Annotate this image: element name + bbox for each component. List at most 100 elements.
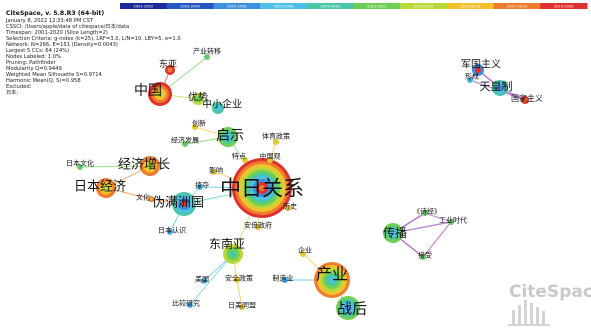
info-line: Timespan: 2001-2020 (Slice Length=2) — [5, 30, 108, 36]
network-node[interactable]: 战后 — [336, 296, 367, 320]
network-node[interactable]: 经济发展 — [171, 135, 199, 147]
node-ring — [102, 184, 110, 192]
network-node[interactable]: 伪满洲国 — [152, 192, 204, 216]
network-node[interactable]: 日本认识 — [158, 225, 186, 235]
node-label: 日本文化 — [66, 158, 94, 167]
info-line: CSSCI: /Users/apple/data of citespace/日本… — [6, 22, 129, 30]
node-label: 中国 — [134, 83, 162, 99]
node-label: 产业 — [316, 265, 348, 284]
node-ring — [468, 78, 472, 82]
network-node[interactable]: 比较研究 — [172, 298, 200, 308]
timeline-band — [493, 3, 541, 9]
node-ring — [240, 305, 244, 309]
timeline-band — [213, 3, 261, 9]
network-node[interactable]: 中国 — [134, 82, 172, 106]
info-line: 日本; — [6, 88, 18, 96]
network-node[interactable]: 安倍政府 — [244, 220, 272, 230]
node-ring — [149, 197, 153, 201]
network-node[interactable]: 文化 — [136, 192, 154, 202]
node-ring — [345, 305, 351, 311]
network-node[interactable]: 天皇制 — [480, 79, 513, 96]
network-node[interactable]: 中国观 — [260, 151, 281, 163]
node-ring — [215, 105, 221, 111]
node-ring — [183, 142, 187, 146]
node-label: 东亚 — [159, 58, 177, 70]
node-ring — [224, 133, 232, 141]
network-node[interactable]: 接受 — [418, 250, 432, 260]
node-label: 中小企业 — [202, 98, 242, 111]
timeline-band-label: 2007-2008 — [274, 5, 294, 9]
node-ring — [523, 98, 527, 102]
info-line: Excluded: — [6, 84, 32, 90]
node-ring — [78, 165, 82, 169]
node-ring — [256, 225, 260, 229]
network-node[interactable]: 特点 — [232, 151, 248, 163]
network-node[interactable]: 经济增长 — [118, 156, 170, 176]
node-ring — [193, 125, 197, 129]
node-ring — [181, 201, 187, 207]
network-node[interactable]: 形成 — [465, 71, 479, 83]
node-label: 经济增长 — [118, 158, 170, 173]
network-node[interactable]: 掠夺 — [195, 180, 209, 190]
network-node[interactable]: 历史 — [283, 201, 297, 211]
timeline-band — [260, 3, 308, 9]
node-label: 安倍政府 — [244, 220, 272, 229]
node-label: 日美同盟 — [228, 300, 256, 309]
network-node[interactable]: 日美同盟 — [228, 300, 256, 310]
network-node[interactable]: 国家主义 — [511, 93, 543, 104]
info-title: CiteSpace, v. 5.8.R3 (64-bit) — [6, 10, 104, 17]
network-node[interactable]: 军国主义 — [461, 59, 501, 77]
timeline-band-label: 2017-2018 — [507, 5, 527, 9]
node-label: 创新 — [192, 118, 206, 127]
info-line: Nodes Labeled: 1.0% — [6, 54, 61, 60]
info-line: January 8, 2022 12:33:48 PM CST — [5, 18, 94, 24]
network-node[interactable]: 安全政策 — [225, 273, 253, 283]
node-ring — [475, 67, 481, 73]
network-node[interactable]: 《诗经》 — [413, 206, 441, 216]
network-node[interactable]: 美国 — [195, 274, 209, 284]
network-node[interactable]: 日本经济 — [74, 178, 126, 198]
network-node[interactable]: 中小企业 — [202, 98, 242, 115]
node-label: 优势 — [188, 91, 208, 104]
node-ring — [168, 230, 172, 234]
timeline-band-label: 2013-2014 — [414, 5, 434, 9]
network-node[interactable]: 制造业 — [273, 273, 294, 283]
network-node[interactable]: 企业 — [298, 245, 312, 257]
node-ring — [283, 278, 287, 282]
network-node[interactable]: 东南亚 — [209, 236, 245, 264]
timeline-band — [166, 3, 214, 9]
node-ring — [301, 252, 305, 256]
network-node[interactable]: 优势 — [188, 91, 208, 106]
node-label: 接受 — [418, 250, 432, 259]
network-node[interactable]: 启示 — [216, 127, 244, 147]
network-node[interactable]: 产业转移 — [193, 46, 221, 60]
info-line: Largest 5 CCs: 64 (24%) — [6, 48, 69, 54]
network-node[interactable]: 工业时代 — [439, 215, 467, 225]
node-ring — [146, 162, 154, 170]
node-ring — [423, 211, 427, 215]
info-line: Modularity Q=0.9449 — [6, 66, 62, 72]
network-node[interactable]: 体育政策 — [262, 131, 290, 145]
network-node[interactable]: 东亚 — [159, 58, 177, 75]
network-node[interactable]: 传播 — [383, 223, 407, 243]
watermark-text: CiteSpace — [509, 282, 591, 302]
node-ring — [421, 255, 425, 259]
network-node[interactable]: 日本文化 — [66, 158, 94, 170]
timeline-band-label: 2019-2020 — [554, 5, 574, 9]
node-label: 体育政策 — [262, 131, 290, 140]
node-label: 制造业 — [273, 273, 294, 282]
node-label: 启示 — [216, 128, 244, 144]
logo-icon — [508, 300, 550, 326]
network-node[interactable]: 产业 — [314, 262, 350, 298]
network-node[interactable]: 影响 — [209, 165, 223, 175]
timeline-band — [400, 3, 448, 9]
network-node[interactable]: 中日关系 — [220, 158, 304, 218]
node-ring — [235, 278, 239, 282]
info-line: Harmonic Mean(Q, S)=0.958 — [6, 78, 81, 84]
network-node[interactable]: 创新 — [192, 118, 206, 130]
node-ring — [202, 279, 206, 283]
timeline-band — [306, 3, 354, 9]
node-label: 产业转移 — [193, 46, 221, 55]
